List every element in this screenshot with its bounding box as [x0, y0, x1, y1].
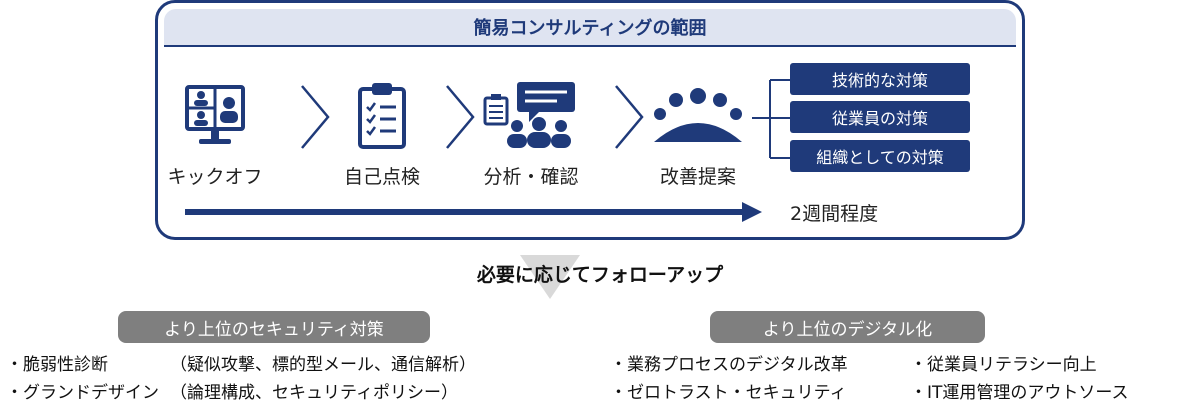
measures-connector: [752, 79, 792, 159]
measure-employee: 従業員の対策: [790, 101, 970, 133]
measure-technical: 技術的な対策: [790, 63, 970, 95]
meeting-group-icon: [654, 88, 742, 142]
chevron-right-icon: [301, 85, 330, 149]
step-proposal: 改善提案: [643, 80, 753, 189]
step-self-check: 自己点検: [327, 80, 437, 189]
scope-title: 簡易コンサルティングの範囲: [164, 9, 1016, 47]
step-label: 改善提案: [659, 166, 736, 188]
discussion-group-icon: [483, 82, 575, 148]
checklist-clipboard-icon: [358, 83, 406, 149]
timeline-arrow-head: [742, 202, 762, 222]
step-label: 分析・確認: [483, 166, 579, 188]
duration-label: 2週間程度: [790, 203, 879, 225]
digital-item: ・業務プロセスのデジタル改革: [610, 355, 848, 375]
measure-organization: 組織としての対策: [790, 140, 970, 172]
digital-item: ・IT運用管理のアウトソース: [910, 383, 1129, 403]
security-item-detail: （疑似攻撃、標的型メール、通信解析）: [170, 355, 476, 375]
digital-header: より上位のデジタル化: [710, 311, 985, 343]
timeline-arrow: [185, 209, 750, 215]
security-item-name: ・グランドデザイン: [6, 383, 159, 403]
security-item-name: ・脆弱性診断: [6, 355, 108, 375]
chevron-right-icon: [446, 85, 475, 149]
chevron-right-icon: [615, 85, 644, 149]
step-label: キックオフ: [167, 166, 263, 188]
video-conference-icon: [185, 85, 245, 144]
step-label: 自己点検: [343, 166, 420, 188]
down-arrow-icon: [520, 255, 580, 299]
step-kickoff: キックオフ: [160, 80, 270, 189]
followup-label: 必要に応じてフォローアップ: [476, 264, 724, 286]
security-header: より上位のセキュリティ対策: [118, 311, 430, 343]
security-item-detail: （論理構成、セキュリティポリシー）: [170, 383, 458, 403]
digital-item: ・従業員リテラシー向上: [910, 355, 1097, 375]
digital-item: ・ゼロトラスト・セキュリティ: [610, 383, 847, 403]
step-analysis: 分析・確認: [476, 80, 586, 189]
